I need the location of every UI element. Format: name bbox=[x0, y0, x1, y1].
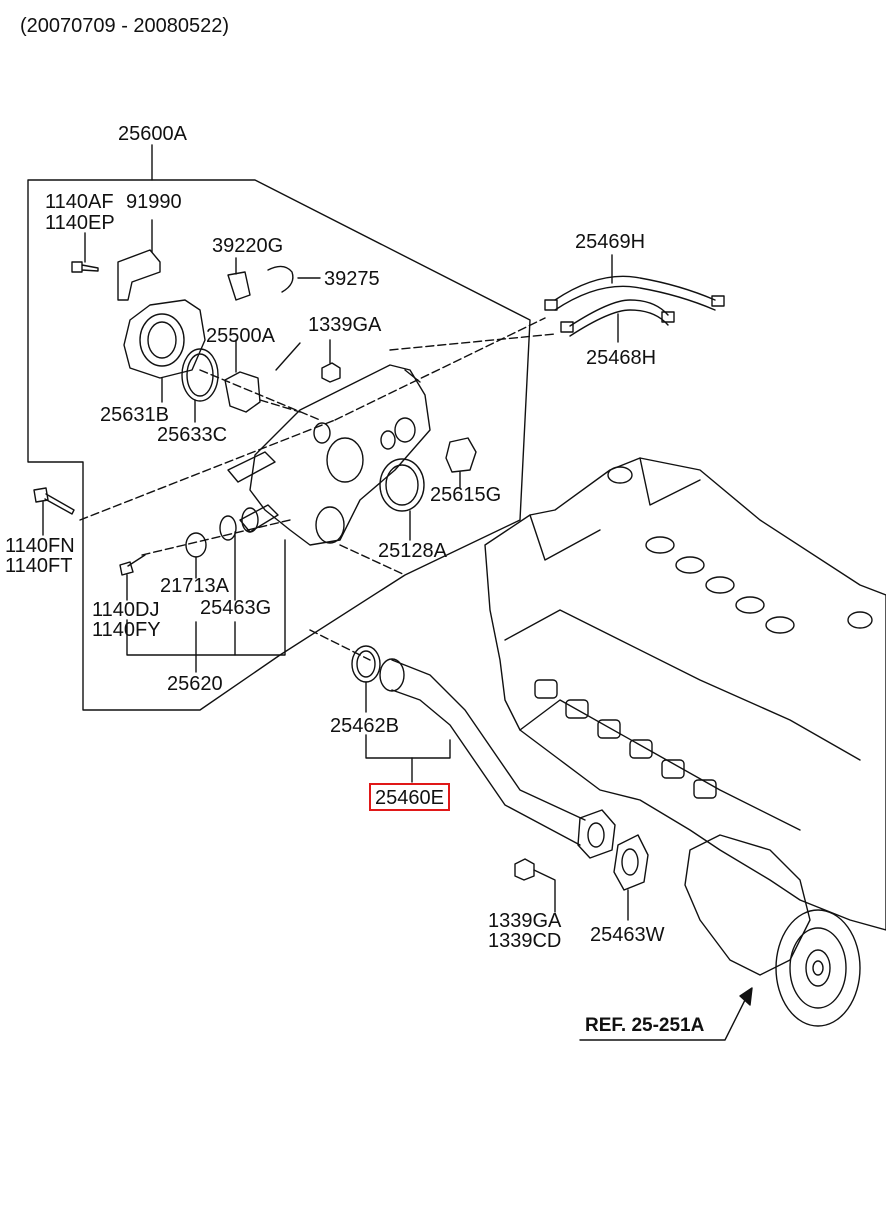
bolt-1140dj bbox=[119, 554, 146, 576]
part-label-1140fy[interactable]: 1140FY bbox=[92, 619, 161, 641]
sensor-39220g bbox=[227, 271, 251, 301]
part-label-25460e-highlighted[interactable]: 25460E bbox=[369, 783, 450, 811]
thermostat-25500a bbox=[224, 371, 261, 413]
housing-25631b bbox=[123, 299, 206, 379]
part-label-25615g[interactable]: 25615G bbox=[430, 484, 502, 506]
bolt-1140af bbox=[71, 261, 99, 273]
gasket-25128a bbox=[379, 458, 425, 512]
part-label-25128a[interactable]: 25128A bbox=[378, 540, 447, 562]
part-label-1140af[interactable]: 1140AF bbox=[45, 191, 114, 213]
nut-1339ga-bottom bbox=[514, 858, 535, 881]
part-label-25468h[interactable]: 25468H bbox=[586, 347, 657, 369]
part-label-25463g[interactable]: 25463G bbox=[200, 597, 272, 619]
part-label-25633c[interactable]: 25633C bbox=[157, 424, 228, 446]
ref-leader bbox=[579, 999, 746, 1041]
part-label-1339ga-bottom[interactable]: 1339GA bbox=[488, 910, 562, 932]
plug-21713a bbox=[185, 532, 207, 558]
part-label-1140ft[interactable]: 1140FT bbox=[5, 555, 73, 577]
gasket-25615g bbox=[445, 437, 477, 473]
part-label-1339ga-top[interactable]: 1339GA bbox=[308, 314, 382, 336]
gasket-25463w bbox=[613, 834, 649, 891]
flange bbox=[577, 809, 616, 859]
part-label-25500a[interactable]: 25500A bbox=[206, 325, 275, 347]
part-label-25463w[interactable]: 25463W bbox=[590, 924, 665, 946]
nut-1339ga-top bbox=[321, 362, 341, 383]
bracket-91990 bbox=[117, 249, 161, 301]
clip-39275 bbox=[267, 265, 294, 293]
part-label-21713a[interactable]: 21713A bbox=[160, 575, 229, 597]
main-housing bbox=[249, 364, 431, 546]
part-label-1140fn[interactable]: 1140FN bbox=[5, 535, 75, 557]
part-label-25620[interactable]: 25620 bbox=[167, 673, 223, 695]
date-range: (20070709 - 20080522) bbox=[20, 15, 230, 37]
part-label-25631b[interactable]: 25631B bbox=[100, 404, 169, 426]
pipe-25468h bbox=[569, 299, 669, 327]
pulley bbox=[775, 909, 861, 1027]
part-label-1339cd[interactable]: 1339CD bbox=[488, 930, 562, 952]
part-label-39220g[interactable]: 39220G bbox=[212, 235, 284, 257]
engine-block bbox=[484, 457, 886, 931]
pipe-25460e bbox=[391, 659, 586, 821]
part-label-1140ep[interactable]: 1140EP bbox=[45, 212, 115, 234]
part-label-25469h[interactable]: 25469H bbox=[575, 231, 646, 253]
part-label-91990[interactable]: 91990 bbox=[126, 191, 182, 213]
part-label-25462b[interactable]: 25462B bbox=[330, 715, 399, 737]
part-label-1140dj[interactable]: 1140DJ bbox=[92, 599, 160, 621]
bracket-25620 bbox=[126, 539, 286, 656]
part-label-39275[interactable]: 39275 bbox=[324, 268, 380, 290]
bolt-1140fn bbox=[33, 487, 75, 515]
pipe-25469h bbox=[554, 275, 716, 301]
reference-label[interactable]: REF. 25-251A bbox=[585, 1015, 705, 1036]
part-label-25600a[interactable]: 25600A bbox=[118, 123, 187, 145]
